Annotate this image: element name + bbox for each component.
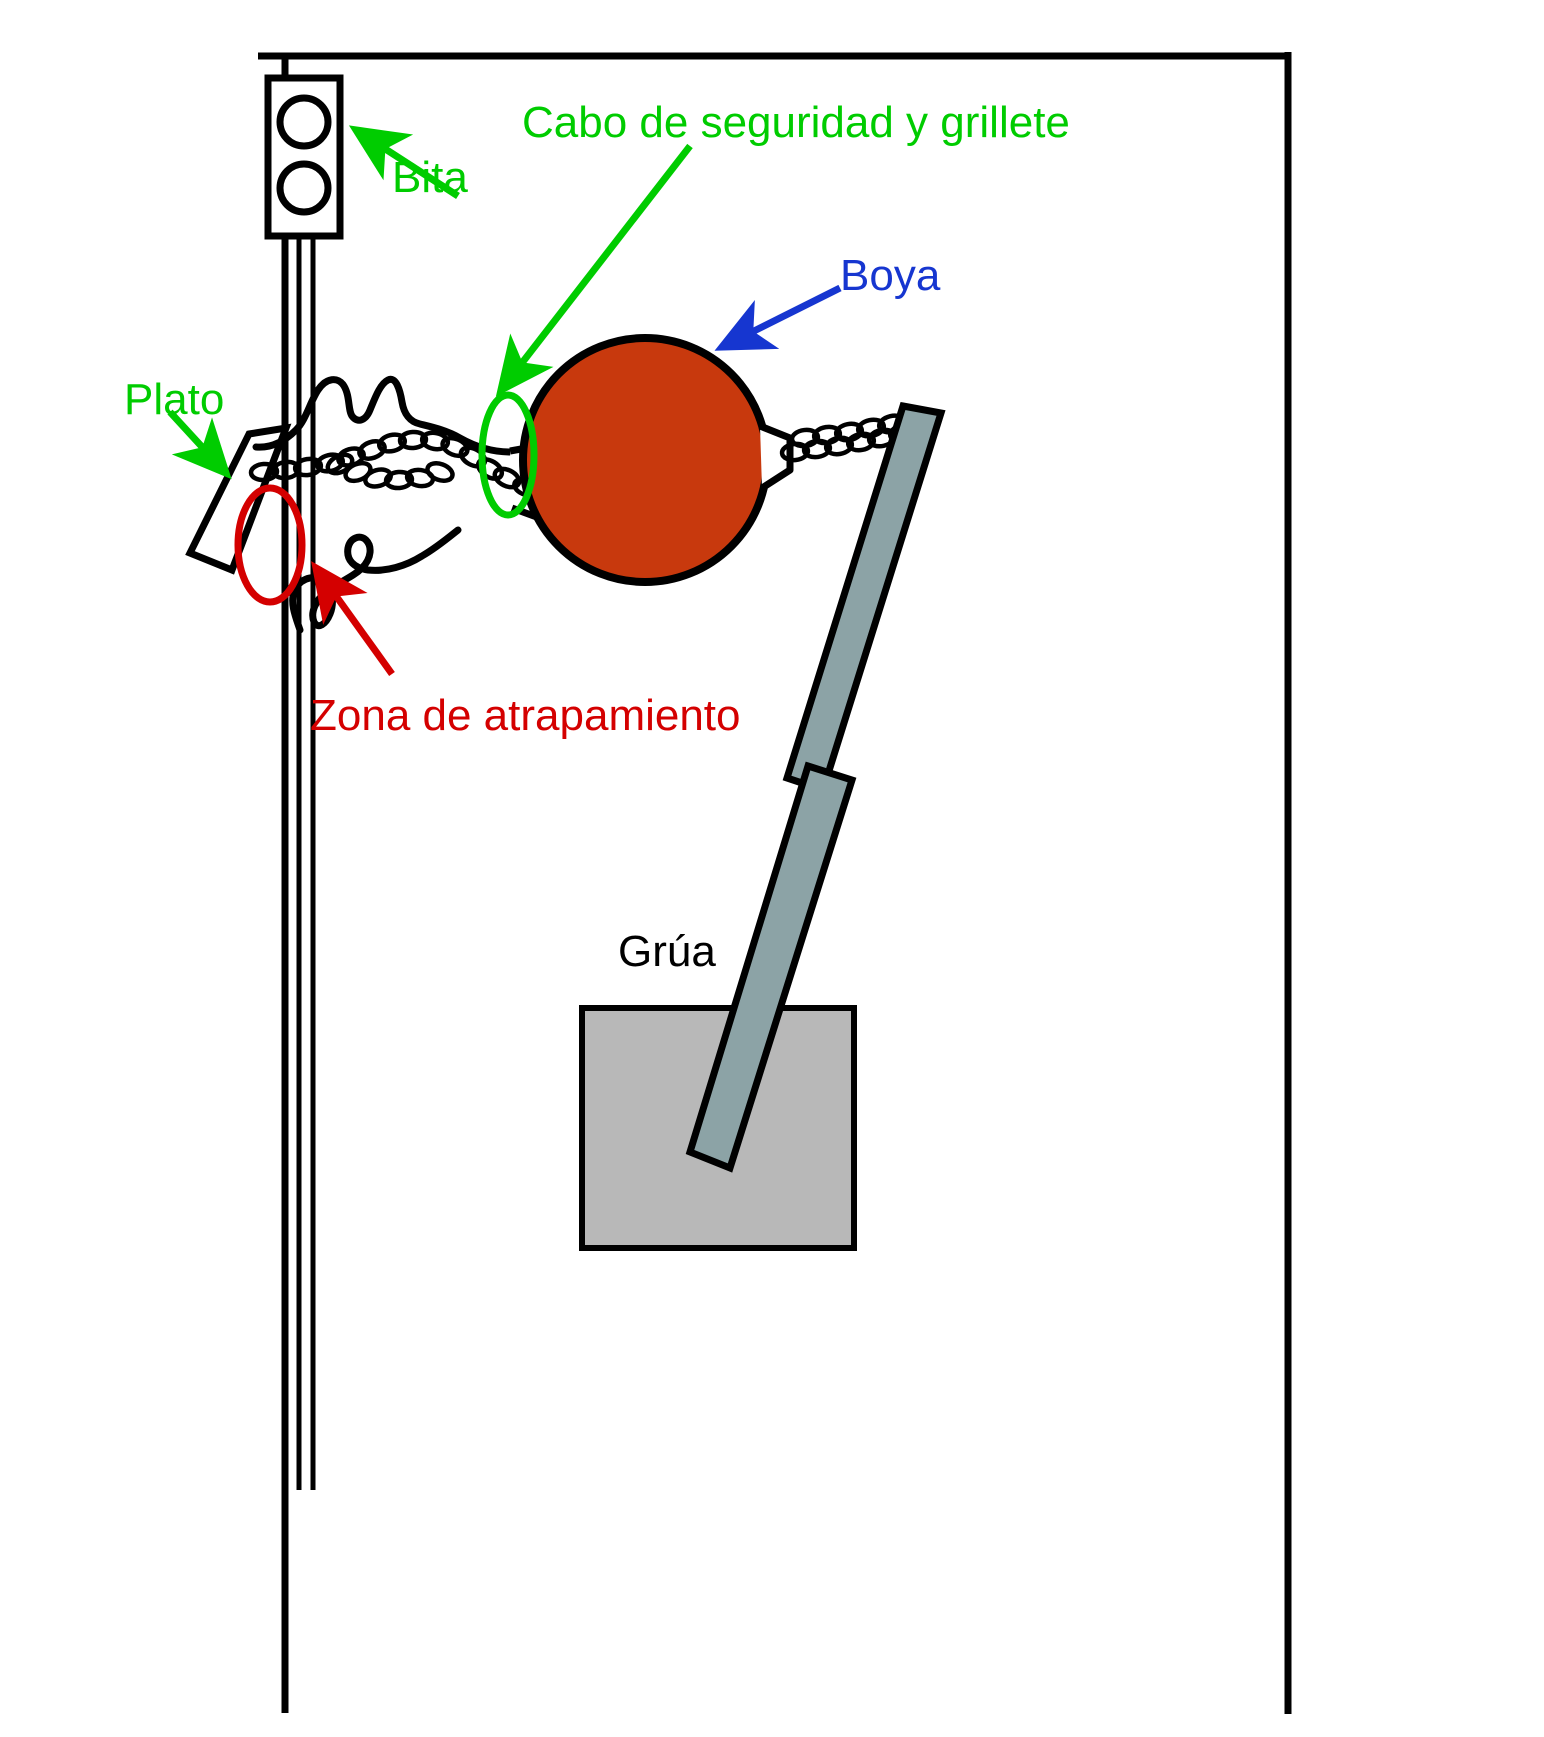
label-boya: Boya [840,251,941,300]
mooring-rope-upper [252,375,514,456]
pinch-point-highlight-ellipse [234,484,306,606]
bollard-top-circle [276,94,332,150]
crane-boom-upper [782,401,946,795]
quay-outline [258,52,1292,1714]
bollard[interactable] [264,74,344,240]
mooring-rope-lower [289,526,462,634]
diagram-labels: Bita Cabo de seguridad y grillete Boya P… [124,98,1070,976]
mooring-hawser-lines [296,236,316,1490]
annotation-arrows [167,125,842,677]
arrow-plato [167,409,232,480]
arrow-bita [348,125,460,199]
label-cabo-seguridad-grillete: Cabo de seguridad y grillete [522,98,1070,147]
label-plato: Plato [124,375,224,424]
arrow-boya [714,284,842,351]
arrow-cabo-seguridad [495,143,693,397]
label-grua: Grúa [618,927,716,976]
crane-boom-lower [685,761,857,1173]
chain-plate-to-buoy [248,429,542,498]
arrow-zona-atrapamiento [311,561,395,677]
label-zona-atrapamiento: Zona de atrapamiento [310,691,741,740]
bollard-bottom-circle [276,160,332,216]
buoy-right-funnel [758,422,794,491]
label-bita: Bita [392,153,468,202]
crane[interactable] [579,401,946,1251]
buoy[interactable] [519,334,771,586]
